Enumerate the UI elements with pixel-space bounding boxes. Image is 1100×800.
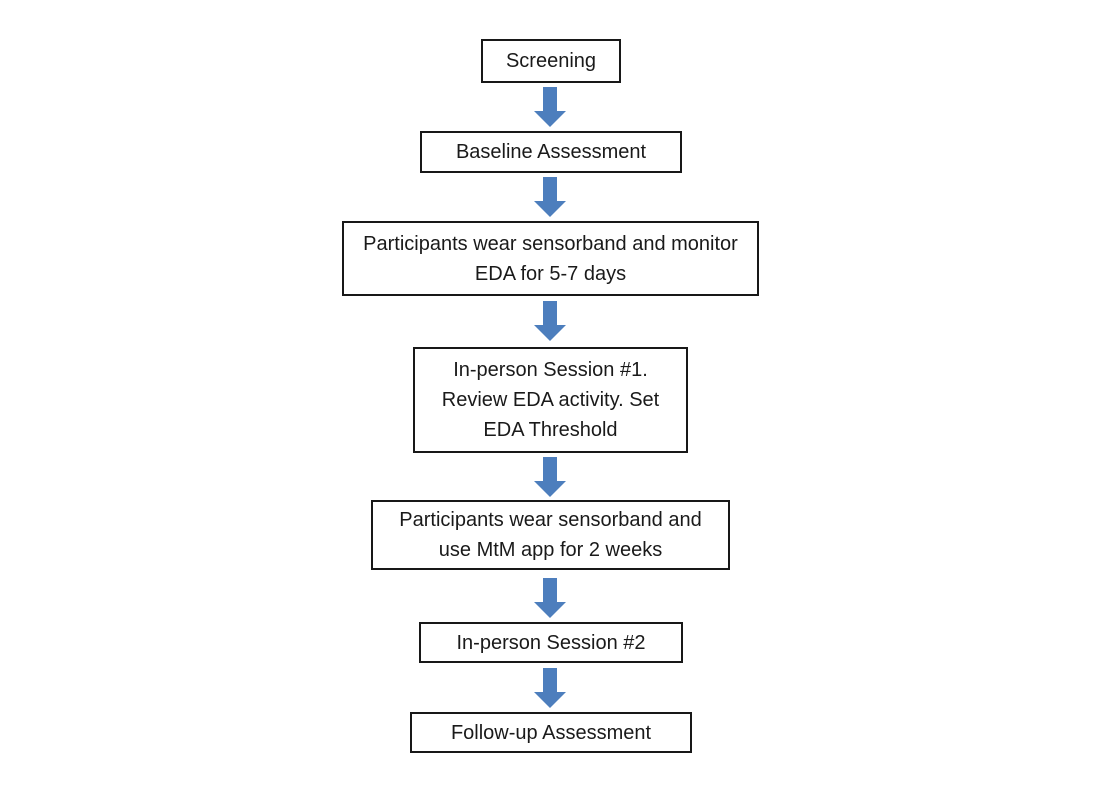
flow-step-label: In-person Session #1. Review EDA activit… (441, 359, 660, 441)
down-arrow-icon (534, 87, 566, 127)
down-arrow-icon (534, 301, 566, 341)
flow-step-wear-sensorband-mtm: Participants wear sensorband and use MtM… (371, 500, 730, 570)
flow-step-wear-sensorband-eda: Participants wear sensorband and monitor… (342, 221, 759, 296)
flow-step-in-person-session-2: In-person Session #2 (419, 622, 683, 663)
flow-step-screening: Screening (481, 39, 621, 83)
flow-step-label: Participants wear sensorband and use MtM… (399, 509, 702, 561)
flow-step-label: Screening (505, 50, 597, 72)
flow-step-baseline-assessment: Baseline Assessment (420, 131, 682, 173)
flow-step-label: In-person Session #2 (456, 631, 646, 654)
down-arrow-icon (534, 578, 566, 618)
down-arrow-icon (534, 457, 566, 497)
down-arrow-icon (534, 177, 566, 217)
down-arrow-icon (534, 668, 566, 708)
flow-step-label: Participants wear sensorband and monitor… (363, 232, 738, 285)
flow-step-label: Baseline Assessment (455, 141, 647, 163)
flow-step-follow-up-assessment: Follow-up Assessment (410, 712, 692, 753)
flow-step-label: Follow-up Assessment (450, 721, 652, 744)
flow-step-in-person-session-1: In-person Session #1. Review EDA activit… (413, 347, 688, 453)
